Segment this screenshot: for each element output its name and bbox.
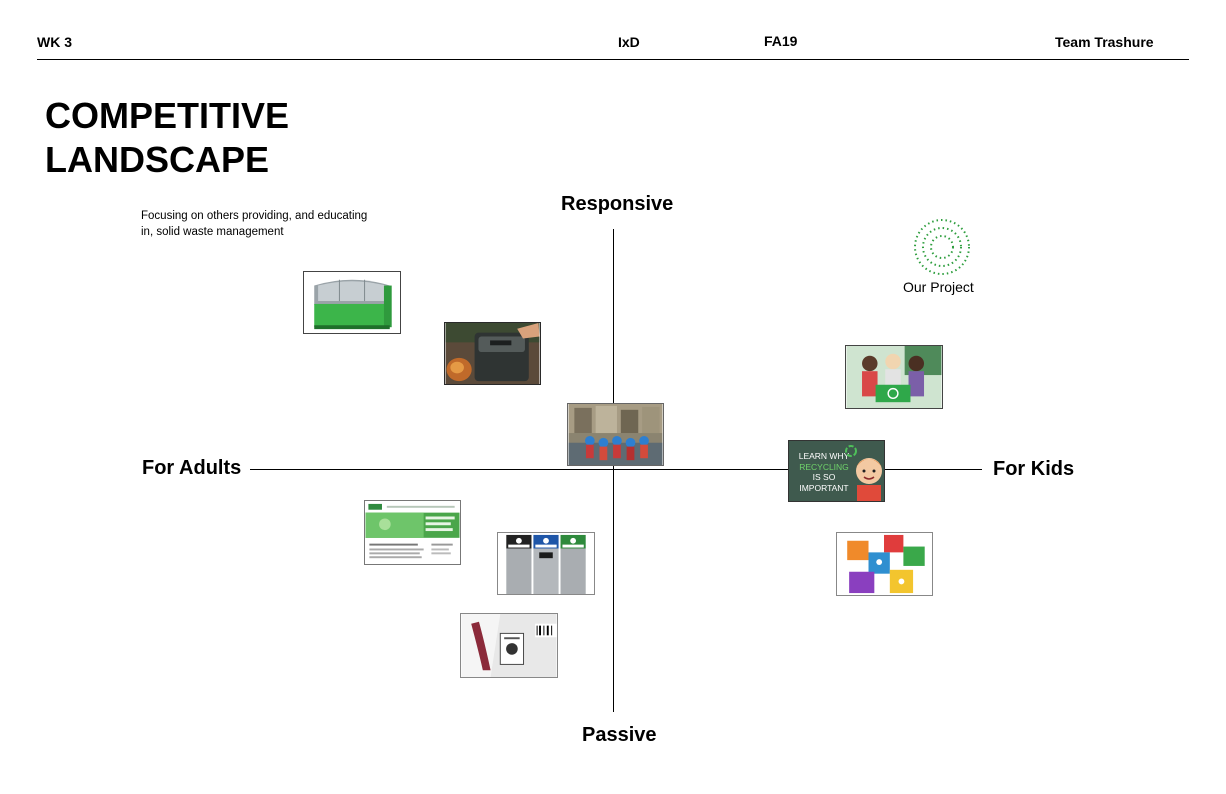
colorful-recycling-boxes-photo [836,532,933,596]
our-project-marker [912,218,972,278]
tile-text: LEARN WHY RECYCLING IS SO IMPORTANT [794,451,854,493]
week-label: WK 3 [37,34,72,50]
tile-line-4: IMPORTANT [799,482,849,493]
our-project-label: Our Project [903,279,974,295]
title-line-1: COMPETITIVE [45,95,290,136]
page-title: COMPETITIVE LANDSCAPE [45,94,289,182]
course-label: IxD [618,34,640,50]
description-text: Focusing on others providing, and educat… [141,210,368,238]
vertical-axis-line [613,229,615,712]
compost-bin-photo [444,322,541,385]
header-divider [37,59,1189,60]
sorting-bins-photo [497,532,595,595]
learn-why-recycling-tile: LEARN WHY RECYCLING IS SO IMPORTANT [788,440,885,502]
horizontal-axis-line-left [250,469,788,471]
term-label: FA19 [764,33,798,49]
tile-line-2: RECYCLING [799,461,849,472]
tile-line-1: LEARN WHY [798,451,850,461]
waste-facility-photo [567,403,664,466]
axis-label-passive: Passive [582,724,657,746]
tile-line-3: IS SO [812,472,836,482]
recycling-website-screenshot [364,500,461,565]
axis-label-for-kids: For Kids [993,458,1075,480]
axis-label-responsive: Responsive [561,193,674,215]
axis-label-for-adults: For Adults [142,457,242,479]
green-recycling-station-image [303,271,401,334]
recycle-pamphlet-photo [460,613,558,678]
cartoon-boy-illustration [845,445,882,501]
horizontal-axis-line-right [884,469,982,471]
team-label: Team Trashure [1055,34,1154,50]
title-line-2: LANDSCAPE [45,139,270,180]
concentric-dotted-circles-icon [914,219,970,275]
kids-recycling-photo [845,345,943,409]
